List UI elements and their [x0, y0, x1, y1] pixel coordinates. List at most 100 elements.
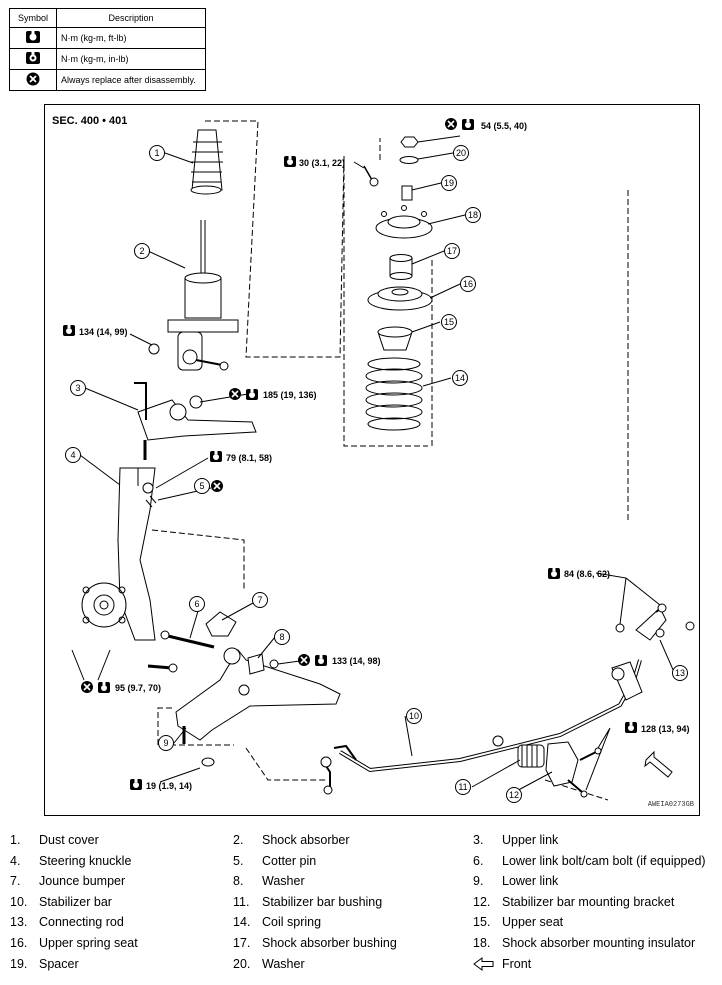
- callout-circle: [672, 665, 688, 681]
- callout-number: 6: [194, 599, 199, 609]
- torque-spec-84: 84 (8.6, 62): [548, 568, 610, 579]
- torque-spec-133: 133 (14, 98): [297, 653, 381, 667]
- upper-seat-part: [377, 326, 413, 351]
- callout-number: 20: [456, 148, 466, 158]
- callout-circle: [506, 787, 522, 803]
- replace-icon: [297, 653, 311, 667]
- torque-icon: [246, 389, 258, 400]
- svg-text:133 (14, 98): 133 (14, 98): [332, 656, 381, 666]
- upper-link-part: [134, 382, 257, 460]
- torque-spec-185: 185 (19, 136): [228, 387, 317, 401]
- torque-spec-19: 19 (1.9, 14): [130, 779, 192, 791]
- stabilizer-bushing-part: [517, 744, 545, 768]
- callout-circle: [149, 145, 165, 161]
- top-nut-part: [400, 136, 419, 148]
- callout-number: 3: [75, 383, 80, 393]
- diagram-frame: [44, 104, 700, 816]
- replace-icon: [444, 117, 458, 131]
- torque-spec-95: 95 (9.7, 70): [80, 680, 161, 694]
- callout-number: 5: [199, 481, 204, 491]
- torque-icon: [548, 568, 560, 579]
- front-direction-arrow-icon: [644, 750, 673, 778]
- torque-icon: [315, 655, 327, 666]
- callout-number: 4: [70, 450, 75, 460]
- jounce-bumper-part: [205, 611, 237, 637]
- steering-knuckle-part: [81, 467, 156, 641]
- callout-number: 9: [163, 738, 168, 748]
- replace-icon: [210, 479, 224, 493]
- callout-number: 18: [468, 210, 478, 220]
- callout-circle: [406, 708, 422, 724]
- torque-ftlb-icon: [26, 31, 40, 43]
- torque-icon: [98, 682, 110, 693]
- svg-text:19 (1.9, 14): 19 (1.9, 14): [146, 781, 192, 791]
- torque-inlb-icon: [26, 52, 40, 64]
- callout-circle: [444, 243, 460, 259]
- dust-cover-part: [190, 129, 223, 195]
- callout-number: 11: [458, 782, 467, 792]
- cotter-pin-part: [145, 495, 157, 508]
- lower-link-bolt-part: [147, 630, 215, 673]
- callout-number: 17: [447, 246, 457, 256]
- svg-text:134 (14, 99): 134 (14, 99): [79, 327, 128, 337]
- svg-text:84 (8.6, 62): 84 (8.6, 62): [564, 569, 610, 579]
- washer-part: [247, 653, 279, 675]
- coil-spring-part: [365, 357, 423, 431]
- callout-circle: [441, 314, 457, 330]
- svg-text:30 (3.1, 22): 30 (3.1, 22): [299, 158, 345, 168]
- callout-circle: [189, 596, 205, 612]
- replace-icon: [80, 680, 94, 694]
- callout-circle: [70, 380, 86, 396]
- stabilizer-bar-part: [320, 659, 643, 795]
- mounting-insulator-part: [375, 205, 433, 239]
- callout-number: 7: [257, 595, 262, 605]
- replace-icon: [26, 72, 40, 86]
- callout-circle: [252, 592, 268, 608]
- replace-icon: [228, 387, 242, 401]
- callout-circle: [452, 370, 468, 386]
- callout-number: 14: [455, 373, 465, 383]
- callout-circle: [274, 629, 290, 645]
- callout-number: 19: [444, 178, 454, 188]
- callout-number: 2: [139, 246, 144, 256]
- callout-circle: [158, 735, 174, 751]
- callout-number: 10: [409, 711, 419, 721]
- svg-text:185 (19, 136): 185 (19, 136): [263, 390, 317, 400]
- lower-link-part: [175, 647, 341, 767]
- symbol-legend-table: Symbol Description N·m (kg-m, ft-lb) N·m…: [9, 8, 206, 91]
- torque-icon: [284, 156, 296, 167]
- connecting-rod-part: [615, 603, 695, 641]
- image-code: AWEIA0273GB: [647, 801, 694, 809]
- front-arrow-icon: [473, 957, 494, 971]
- legend-desc-replace: Always replace after disassembly.: [56, 69, 206, 91]
- upper-spring-seat-part: [367, 286, 433, 311]
- callout-number: 13: [675, 668, 685, 678]
- torque-spec-79: 79 (8.1, 58): [210, 451, 272, 463]
- torque-spec-134: 134 (14, 99): [63, 325, 128, 337]
- section-label: SEC. 400 • 401: [52, 115, 128, 127]
- svg-text:128 (13, 94): 128 (13, 94): [641, 724, 690, 734]
- callout-circle: [460, 276, 476, 292]
- shock-bushing-part: [389, 254, 413, 280]
- torque-icon: [625, 722, 637, 733]
- spacer-part: [401, 185, 413, 201]
- torque-spec-30: 30 (3.1, 22): [284, 156, 345, 168]
- callout-circle: [65, 447, 81, 463]
- callout-circle: [441, 175, 457, 191]
- callout-circle: [453, 145, 469, 161]
- svg-text:79 (8.1, 58): 79 (8.1, 58): [226, 453, 272, 463]
- callout-number: 12: [509, 790, 519, 800]
- svg-text:54 (5.5, 40): 54 (5.5, 40): [481, 121, 527, 131]
- callout-number: 8: [279, 632, 284, 642]
- torque-icon: [130, 779, 142, 790]
- mounting-bracket-part: [545, 741, 579, 787]
- callout-number: 16: [463, 279, 473, 289]
- callout-circle: [465, 207, 481, 223]
- shock-absorber-part: [148, 220, 239, 371]
- callout-number: 1: [154, 148, 159, 158]
- torque-spec-54: 54 (5.5, 40): [444, 117, 527, 131]
- callout-circle: [455, 779, 471, 795]
- svg-text:95 (9.7, 70): 95 (9.7, 70): [115, 683, 161, 693]
- torque-icon: [63, 325, 75, 336]
- torque-spec-128: 128 (13, 94): [625, 722, 690, 734]
